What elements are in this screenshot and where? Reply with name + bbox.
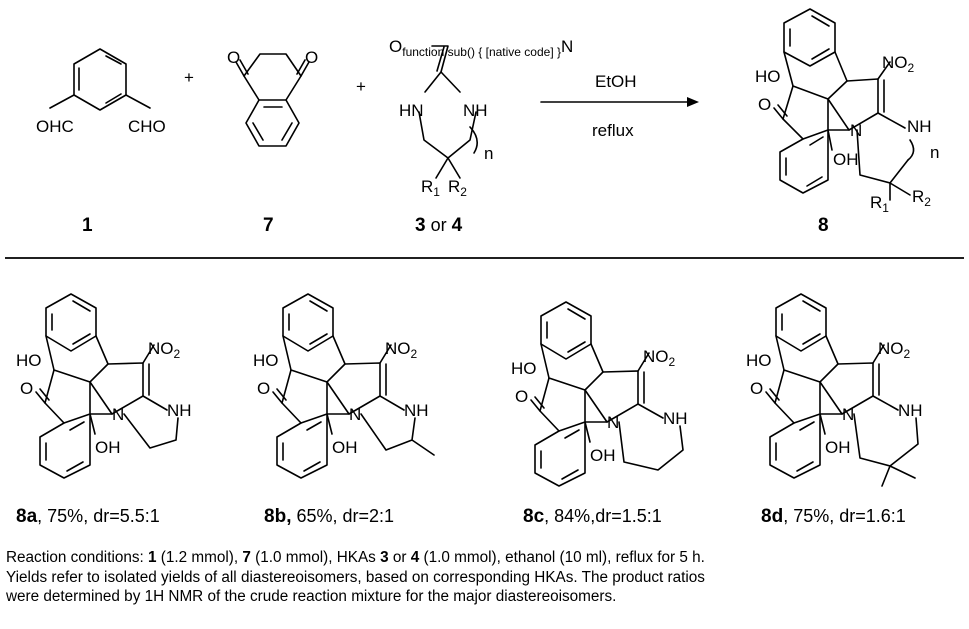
conditions-line-2: Yields refer to isolated yields of all d… — [6, 568, 705, 586]
compound-1-cho-label: CHO — [128, 117, 166, 136]
compound-7-number: 7 — [263, 215, 274, 236]
product-oh-label: OH — [833, 150, 859, 169]
example-8a-structure: NH 8a,75%,dr=5.5:1 — [15, 293, 192, 527]
temperature-label: reflux — [592, 121, 634, 140]
example-8c-caption: 8c,84%,dr=1.5:1 — [523, 506, 662, 527]
product-n-sub-label: n — [930, 143, 939, 162]
product-nh-label: NH — [907, 117, 932, 136]
compound-7-structure: O O 7 — [227, 48, 318, 236]
example-8a-caption: 8a,75%,dr=5.5:1 — [16, 506, 160, 527]
reaction-conditions-note: Reaction conditions: 1 (1.2 mmol), 7 (1.… — [6, 548, 964, 607]
conditions-line-1: Reaction conditions: 1 (1.2 mmol), 7 (1.… — [6, 549, 705, 566]
conditions-line-3: were determined by 1H NMR of the crude r… — [6, 588, 617, 605]
compound-3-or-4-structure: Ofunction sub() { [native code] }N HN NH… — [389, 37, 573, 236]
example-8b-caption: 8b,65%,dr=2:1 — [264, 506, 394, 527]
svg-text:NH: NH — [898, 401, 923, 420]
svg-text:NH: NH — [167, 401, 192, 420]
solvent-label: EtOH — [595, 72, 637, 91]
example-8b-structure: NH 8b,65%,dr=2:1 — [252, 293, 435, 527]
compound-1-structure: OHC CHO 1 — [36, 48, 166, 236]
hka-nitro-label: Ofunction sub() { [native code] }N — [389, 37, 573, 59]
product-r2-label: R2 — [912, 187, 931, 209]
product-no2-label: NO2 — [882, 53, 915, 75]
example-8d-caption: 8d,75%,dr=1.6:1 — [761, 506, 906, 527]
reaction-arrow: EtOH reflux — [540, 72, 699, 140]
product-o-label: O — [758, 95, 771, 114]
product-ho-label: HO — [755, 67, 781, 86]
hka-r2-label: R2 — [448, 177, 467, 199]
compound-7-o-left: O — [227, 48, 240, 67]
product-8-number: 8 — [818, 215, 829, 236]
example-8d-structure: NH 8d,75%,dr=1.6:1 — [745, 293, 923, 527]
svg-text:NH: NH — [663, 409, 688, 428]
hka-r1-label: R1 — [421, 177, 440, 199]
compound-1-number: 1 — [82, 215, 93, 236]
plus-sign-1: + — [184, 68, 194, 87]
hka-n-label: n — [484, 144, 493, 163]
product-r1-label: R1 — [870, 193, 889, 215]
svg-text:NH: NH — [404, 401, 429, 420]
product-8-structure: HO O NO2 NH N OH n R1 R2 8 — [755, 8, 939, 236]
compound-7-o-right: O — [305, 48, 318, 67]
plus-sign-2: + — [356, 77, 366, 96]
hka-hn-label: HN — [399, 101, 424, 120]
product-n-label: N — [850, 121, 862, 140]
example-8c-structure: NH 8c,84%,dr=1.5:1 — [510, 301, 688, 527]
hka-nh-label: NH — [463, 101, 488, 120]
compound-1-ohc-label: OHC — [36, 117, 74, 136]
